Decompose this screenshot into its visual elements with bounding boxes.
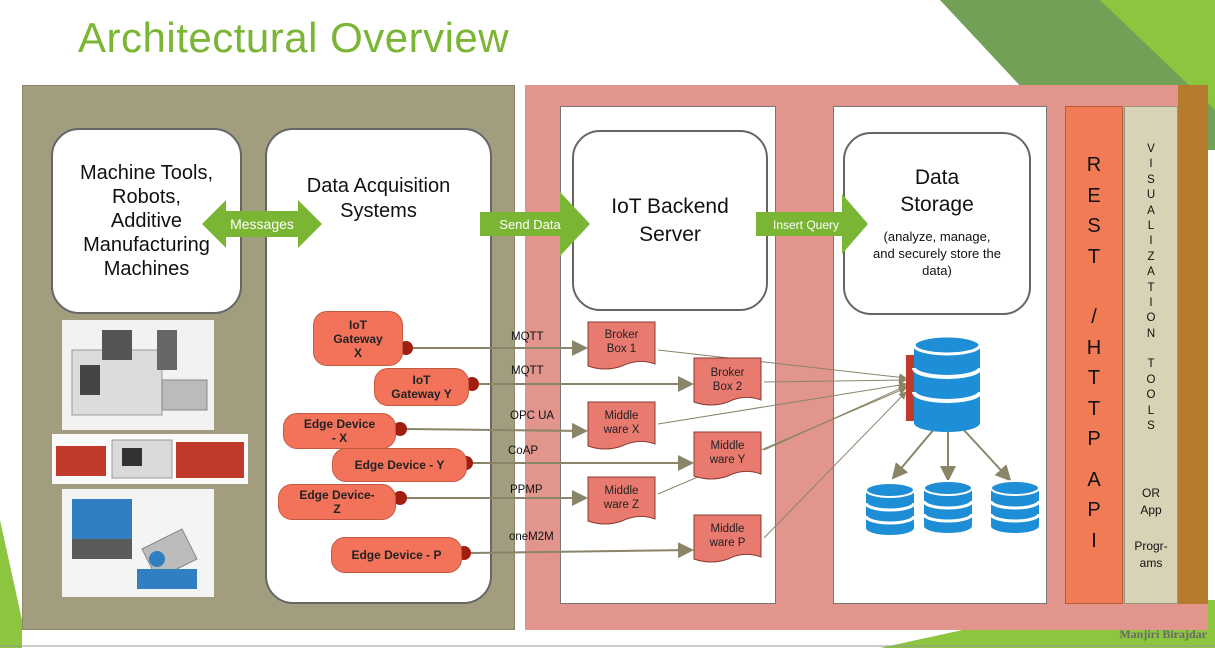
- viz-or-label: OR: [1142, 486, 1160, 500]
- replica-database-icon: [922, 480, 974, 533]
- protocol-label: MQTT: [511, 331, 544, 343]
- middleware-y: Middle ware Y: [709, 440, 746, 466]
- protocol-label: PPMP: [510, 484, 543, 496]
- device-iot-gateway-y: IoT Gateway Y: [374, 368, 469, 406]
- viz-programs-label: Progr- ams: [1134, 539, 1168, 570]
- send-data-arrow-label: Send Data: [499, 217, 561, 232]
- protocol-label: oneM2M: [509, 531, 554, 543]
- replica-database-icon: [864, 482, 916, 535]
- messages-arrow-label: Messages: [230, 216, 294, 232]
- messages-arrow: [202, 200, 322, 248]
- backend-box: IoT Backend Server: [572, 130, 768, 311]
- device-edge-p: Edge Device - P: [331, 537, 462, 573]
- device-edge-z: Edge Device- Z: [278, 484, 396, 520]
- machine-photo-cnc: [62, 320, 214, 430]
- send-data-arrow: [480, 192, 590, 256]
- insert-query-arrow: [756, 194, 868, 254]
- broker-box-1: Broker Box 1: [604, 329, 639, 355]
- visualization-bar: [1124, 106, 1178, 604]
- page-title: Architectural Overview: [78, 14, 510, 61]
- machine-photo-lathe: [52, 434, 248, 484]
- storage-title: Data Storage: [900, 166, 974, 216]
- author-credit: Manjiri Birajdar: [1119, 627, 1207, 641]
- daq-label: Data Acquisition Systems: [306, 175, 451, 222]
- replica-database-icon: [989, 480, 1041, 533]
- protocol-label: CoAP: [508, 445, 539, 457]
- storage-subtitle: (analyze, manage, and securely store the…: [873, 229, 1001, 278]
- middleware-p: Middle ware P: [709, 523, 746, 549]
- storage-box: Data Storage (analyze, manage, and secur…: [843, 132, 1031, 315]
- protocol-label: OPC UA: [510, 410, 555, 422]
- device-iot-gateway-x: IoT Gateway X: [313, 311, 403, 366]
- visualization-bar-bg: [1178, 85, 1208, 604]
- backend-label: IoT Backend Server: [611, 194, 729, 246]
- main-database-icon: [906, 334, 982, 432]
- middleware-z: Middle ware Z: [603, 485, 640, 511]
- middleware-x: Middle ware X: [603, 410, 640, 436]
- insert-query-arrow-label: Insert Query: [772, 218, 840, 232]
- broker-box-2: Broker Box 2: [710, 367, 745, 393]
- machines-label: Machine Tools, Robots, Additive Manufact…: [79, 162, 214, 280]
- protocol-label: MQTT: [511, 365, 544, 377]
- rest-api-bar: [1065, 106, 1123, 604]
- machine-photo-robot: [62, 489, 214, 597]
- device-edge-x: Edge Device - X: [283, 413, 396, 449]
- device-edge-y: Edge Device - Y: [332, 448, 467, 482]
- viz-app-label: App: [1140, 503, 1162, 517]
